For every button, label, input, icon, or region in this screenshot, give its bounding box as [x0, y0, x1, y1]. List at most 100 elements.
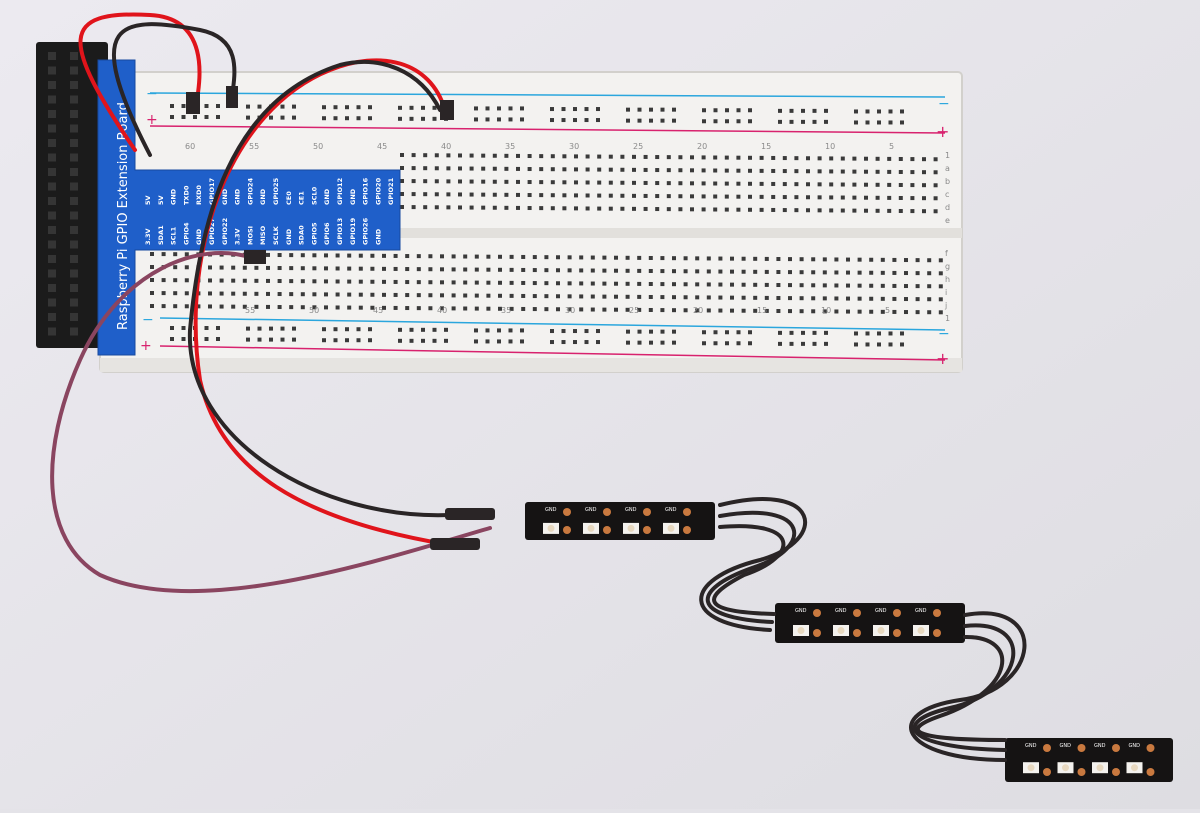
header-pin — [70, 52, 78, 60]
gpio-pin-label: GPIO6 — [323, 222, 331, 245]
gpio-pin-label: GND — [221, 188, 229, 205]
breadboard-hole — [648, 268, 653, 273]
breadboard-hole — [347, 266, 352, 271]
breadboard-hole — [648, 281, 653, 286]
breadboard-hole — [904, 297, 908, 302]
breadboard-hole — [550, 193, 555, 198]
breadboard-hole — [504, 192, 509, 197]
breadboard-hole — [411, 192, 416, 197]
breadboard-hole — [567, 268, 572, 273]
breadboard-hole — [822, 270, 827, 275]
rail-hole — [865, 109, 870, 114]
rail-hole — [877, 120, 881, 125]
rail-hole — [193, 115, 197, 119]
breadboard-hole — [423, 179, 428, 184]
breadboard-hole — [324, 305, 328, 310]
breadboard-hole — [440, 267, 444, 272]
breadboard-hole — [347, 305, 352, 310]
breadboard-hole — [300, 266, 305, 271]
rail-hole — [778, 119, 782, 124]
breadboard-hole — [788, 309, 792, 314]
breadboard-hole — [776, 309, 781, 314]
breadboard-hole — [910, 196, 915, 201]
breadboard-hole — [620, 154, 625, 159]
gpio-pin-label: GND — [234, 188, 242, 205]
breadboard-hole — [614, 255, 618, 260]
breadboard-hole — [660, 282, 665, 287]
rail-hole — [269, 115, 273, 120]
breadboard-hole — [806, 182, 810, 187]
breadboard-hole — [904, 284, 908, 289]
breadboard-hole — [463, 306, 468, 311]
breadboard-hole — [869, 257, 874, 262]
header-pin — [48, 182, 56, 191]
breadboard-hole — [730, 295, 734, 300]
breadboard-hole — [904, 310, 908, 315]
copper-pad — [1077, 768, 1086, 776]
rail-hole — [736, 341, 741, 346]
rail-hole — [257, 104, 262, 109]
gpio-pin-label: GPIO27 — [208, 218, 216, 245]
breadboard-hole — [440, 306, 444, 311]
rail-plus-label: + — [146, 112, 158, 128]
jumper-pin-connector — [440, 100, 454, 120]
rail-minus-label: − — [146, 86, 158, 102]
rail-hole — [550, 118, 554, 123]
column-number: 15 — [757, 306, 767, 315]
breadboard-hole — [481, 166, 486, 171]
breadboard-hole — [347, 253, 352, 258]
breadboard-hole — [834, 309, 839, 314]
rail-hole — [584, 118, 589, 123]
breadboard-hole — [463, 267, 468, 272]
breadboard-hole — [481, 205, 486, 210]
breadboard-hole — [799, 296, 804, 301]
extension-board-title: Raspberry Pi GPIO Extension Board — [116, 102, 131, 330]
breadboard-hole — [933, 157, 938, 162]
rail-hole — [900, 109, 904, 114]
breadboard-hole — [550, 167, 555, 172]
header-pin — [70, 255, 78, 263]
rail-hole — [508, 339, 513, 344]
breadboard-hole — [788, 270, 792, 275]
breadboard-hole — [834, 270, 839, 275]
column-number: 20 — [693, 306, 703, 315]
breadboard-hole — [672, 269, 676, 274]
breadboard-hole — [481, 192, 486, 197]
breadboard-hole — [173, 291, 178, 296]
breadboard-hole — [701, 207, 706, 212]
breadboard-hole — [532, 268, 537, 273]
breadboard-hole — [451, 254, 456, 259]
column-number: 30 — [569, 142, 579, 151]
rail-hole — [409, 116, 414, 121]
breadboard-hole — [434, 192, 439, 197]
rail-hole — [292, 337, 296, 342]
breadboard-hole — [300, 279, 305, 284]
breadboard-hole — [579, 307, 584, 312]
breadboard-hole — [289, 279, 294, 284]
rail-hole — [854, 342, 858, 347]
breadboard-hole — [764, 308, 769, 313]
rail-hole — [900, 331, 904, 336]
breadboard-hole — [892, 283, 897, 288]
breadboard-hole — [938, 284, 943, 289]
breadboard-hole — [550, 206, 555, 211]
breadboard-hole — [335, 292, 340, 297]
breadboard-hole — [748, 155, 752, 160]
breadboard-hole — [590, 255, 595, 260]
breadboard-hole — [643, 154, 648, 159]
rail-minus-label: − — [938, 326, 950, 342]
breadboard-hole — [451, 267, 456, 272]
header-pin — [48, 153, 56, 162]
breadboard-hole — [400, 166, 404, 170]
breadboard-hole — [219, 278, 224, 283]
breadboard-hole — [736, 168, 741, 173]
breadboard-hole — [637, 281, 642, 286]
breadboard-hole — [614, 281, 618, 286]
row-letter: j — [944, 301, 947, 310]
header-pin — [48, 255, 56, 263]
rail-hole — [520, 117, 524, 122]
breadboard-hole — [527, 193, 532, 198]
row-letter: g — [945, 262, 950, 271]
